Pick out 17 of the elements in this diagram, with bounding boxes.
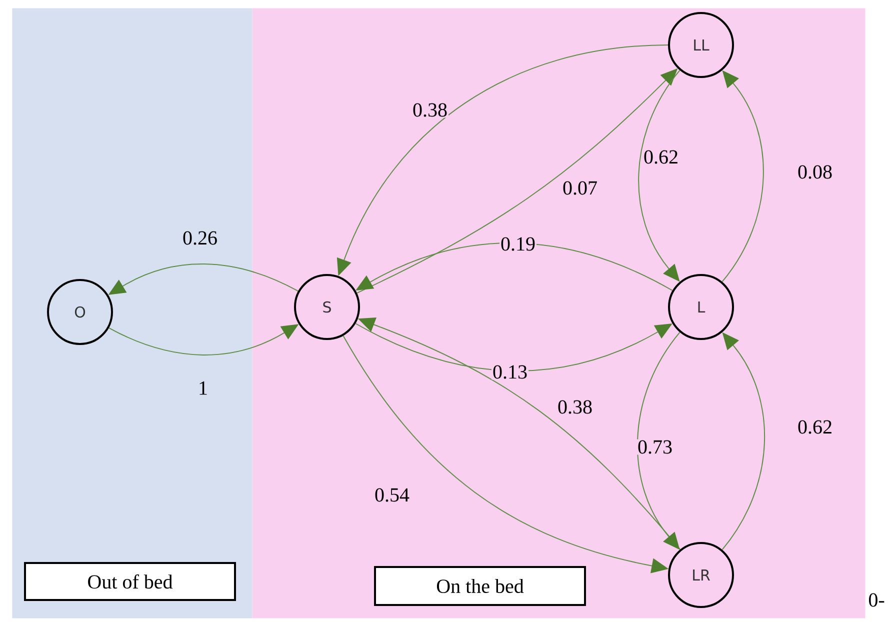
edge-label: 0.38 <box>413 103 447 117</box>
edge-label: 0.54 <box>375 488 410 502</box>
label-box: Out of bed <box>24 562 236 601</box>
edge-label: 1 <box>200 381 207 395</box>
region-band <box>252 8 866 618</box>
edge-label: 0.62 <box>644 150 678 164</box>
edge-label: 0.13 <box>493 365 527 379</box>
edge-label: 0.38 <box>558 400 592 414</box>
label-box: On the bed <box>374 566 586 606</box>
edge-label: 0.07 <box>563 181 597 195</box>
edge-label: 0.26 <box>183 231 217 245</box>
edge-label: 0.19 <box>501 237 535 251</box>
page-fragment: 0- <box>868 593 884 607</box>
region-band <box>12 8 252 618</box>
edge-label: 0.62 <box>798 420 832 434</box>
edge-label: 0.73 <box>638 440 672 454</box>
edge-label: 0.08 <box>798 165 832 179</box>
